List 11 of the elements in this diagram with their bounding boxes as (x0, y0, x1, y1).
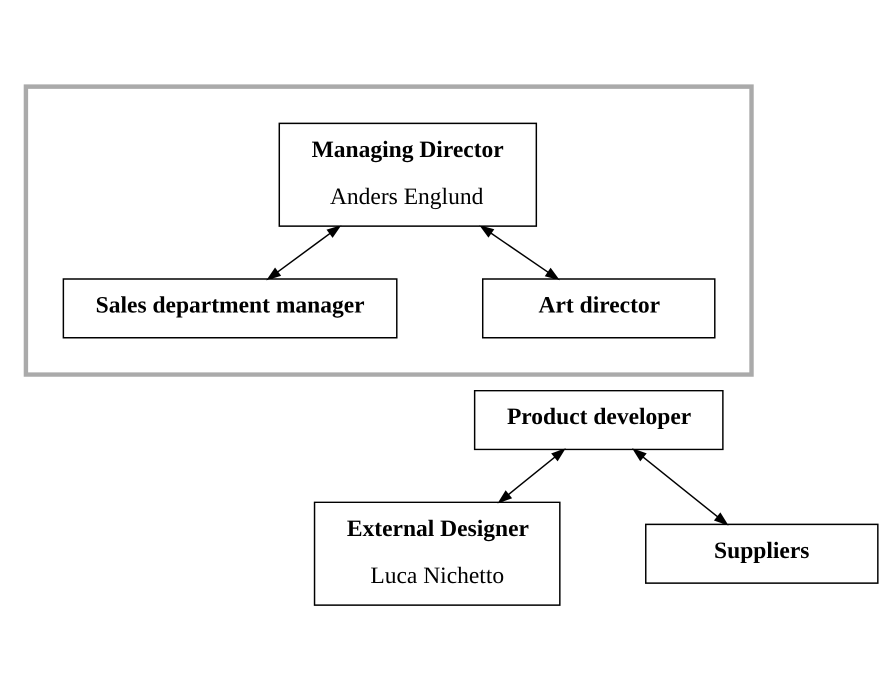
node-box: Suppliers (645, 524, 879, 584)
node-box: Art director (482, 278, 716, 339)
arrow (632, 448, 729, 526)
arrow (497, 448, 566, 504)
arrow (266, 225, 342, 280)
node-box: Managing Director Anders Englund (278, 122, 538, 227)
cluster (24, 84, 754, 377)
node-box: Product developer (474, 390, 724, 450)
node-box: External Designer Luca Nichetto (314, 502, 561, 606)
arrow (479, 225, 560, 280)
node-box: Sales department manager (62, 278, 398, 339)
